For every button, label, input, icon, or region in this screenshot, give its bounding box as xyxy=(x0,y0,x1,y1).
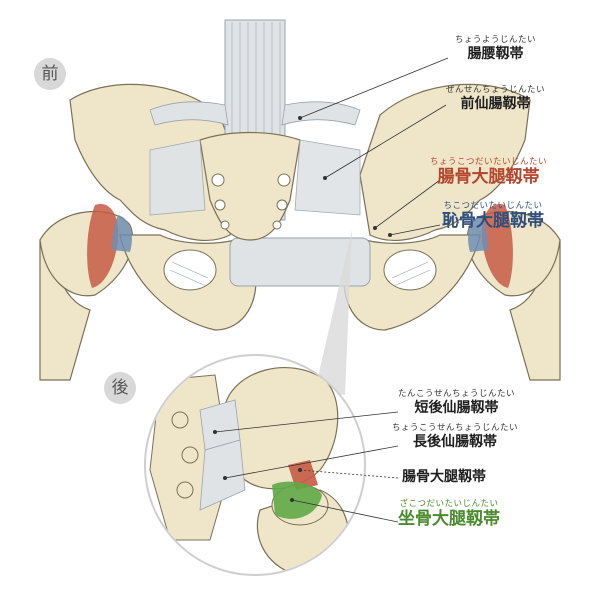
label-pubofemoral-text: 恥骨大腿靱帯 xyxy=(442,210,544,231)
label-short-posterior-sacroiliac: たんこうせんちょうじんたい 短後仙腸靱帯 xyxy=(398,390,515,415)
label-ischiofemoral: ざこつだいたいじんたい 坐骨大腿靱帯 xyxy=(398,500,500,528)
dot-anterior-sacroiliac xyxy=(323,176,327,180)
label-anterior-sacroiliac: ぜんせんちょうじんたい 前仙腸靱帯 xyxy=(446,86,545,111)
anterior-sacroiliac-ligament-left xyxy=(149,139,206,216)
label-pubofemoral: ちこつだいたいじんたい 恥骨大腿靱帯 xyxy=(442,202,544,230)
back-leader-lines xyxy=(214,411,399,523)
label-iliolumbar: ちょうようじんたい 腸腰靱帯 xyxy=(455,36,536,61)
iliofemoral-ligament-right xyxy=(481,204,513,288)
label-iliofemoral-front-ruby: ちょうこつだいたいじんたい xyxy=(430,157,548,167)
pubic-symphysis xyxy=(229,237,371,287)
iliolumbar-ligament xyxy=(149,101,229,126)
label-iliolumbar-text: 腸腰靱帯 xyxy=(467,45,524,62)
front-view-badge: 前 xyxy=(34,58,66,90)
back-view-inset xyxy=(144,354,366,576)
iliofemoral-ligament-left xyxy=(87,204,119,288)
right-ilium xyxy=(359,83,531,241)
sacral-foramina xyxy=(211,173,291,230)
obturator-membrane xyxy=(169,261,431,287)
back-view-badge: 後 xyxy=(104,372,136,404)
dot-iliolumbar xyxy=(298,116,302,120)
dot-iliofemoral-back xyxy=(298,468,302,472)
dot-ischiofemoral xyxy=(290,498,294,502)
dot-short-posterior xyxy=(213,430,217,434)
front-leader-lines xyxy=(299,57,449,236)
label-iliofemoral-front: ちょうこつだいたいじんたい 腸骨大腿靱帯 xyxy=(430,158,547,186)
ischiofemoral-ligament xyxy=(272,481,322,519)
pubofemoral-ligament-right xyxy=(468,215,488,252)
label-pubofemoral-ruby: ちこつだいたいじんたい xyxy=(443,201,543,211)
iliolumbar-ligament-right xyxy=(281,101,361,126)
label-ischiofemoral-text: 坐骨大腿靱帯 xyxy=(398,508,500,529)
long-posterior-sacroiliac-ligament xyxy=(199,439,246,511)
label-anterior-sacroiliac-ruby: ぜんせんちょうじんたい xyxy=(446,85,546,95)
dot-long-posterior xyxy=(223,476,227,480)
label-short-posterior-ruby: たんこうせんちょうじんたい xyxy=(398,389,516,399)
label-iliofemoral-back: 腸骨大腿靱帯 xyxy=(402,470,486,484)
label-long-posterior-sacroiliac: ちょうこうせんちょうじんたい 長後仙腸靱帯 xyxy=(392,424,518,449)
zoom-connector xyxy=(315,230,352,395)
label-iliofemoral-front-text: 腸骨大腿靱帯 xyxy=(437,166,540,187)
dot-iliofemoral-front xyxy=(373,226,377,230)
label-anterior-sacroiliac-text: 前仙腸靱帯 xyxy=(460,95,531,112)
label-ischiofemoral-ruby: ざこつだいたいじんたい xyxy=(399,499,499,509)
dot-pubofemoral xyxy=(388,233,392,237)
label-long-posterior-text: 長後仙腸靱帯 xyxy=(413,433,497,450)
anterior-sacroiliac-ligament xyxy=(294,139,361,216)
label-long-posterior-ruby: ちょうこうせんちょうじんたい xyxy=(392,423,519,433)
front-view-pelvis xyxy=(39,19,561,381)
label-iliolumbar-ruby: ちょうようじんたい xyxy=(455,35,537,45)
label-iliofemoral-back-text: 腸骨大腿靱帯 xyxy=(402,469,486,485)
label-short-posterior-text: 短後仙腸靱帯 xyxy=(414,399,499,416)
pubofemoral-ligament-left xyxy=(112,215,132,252)
